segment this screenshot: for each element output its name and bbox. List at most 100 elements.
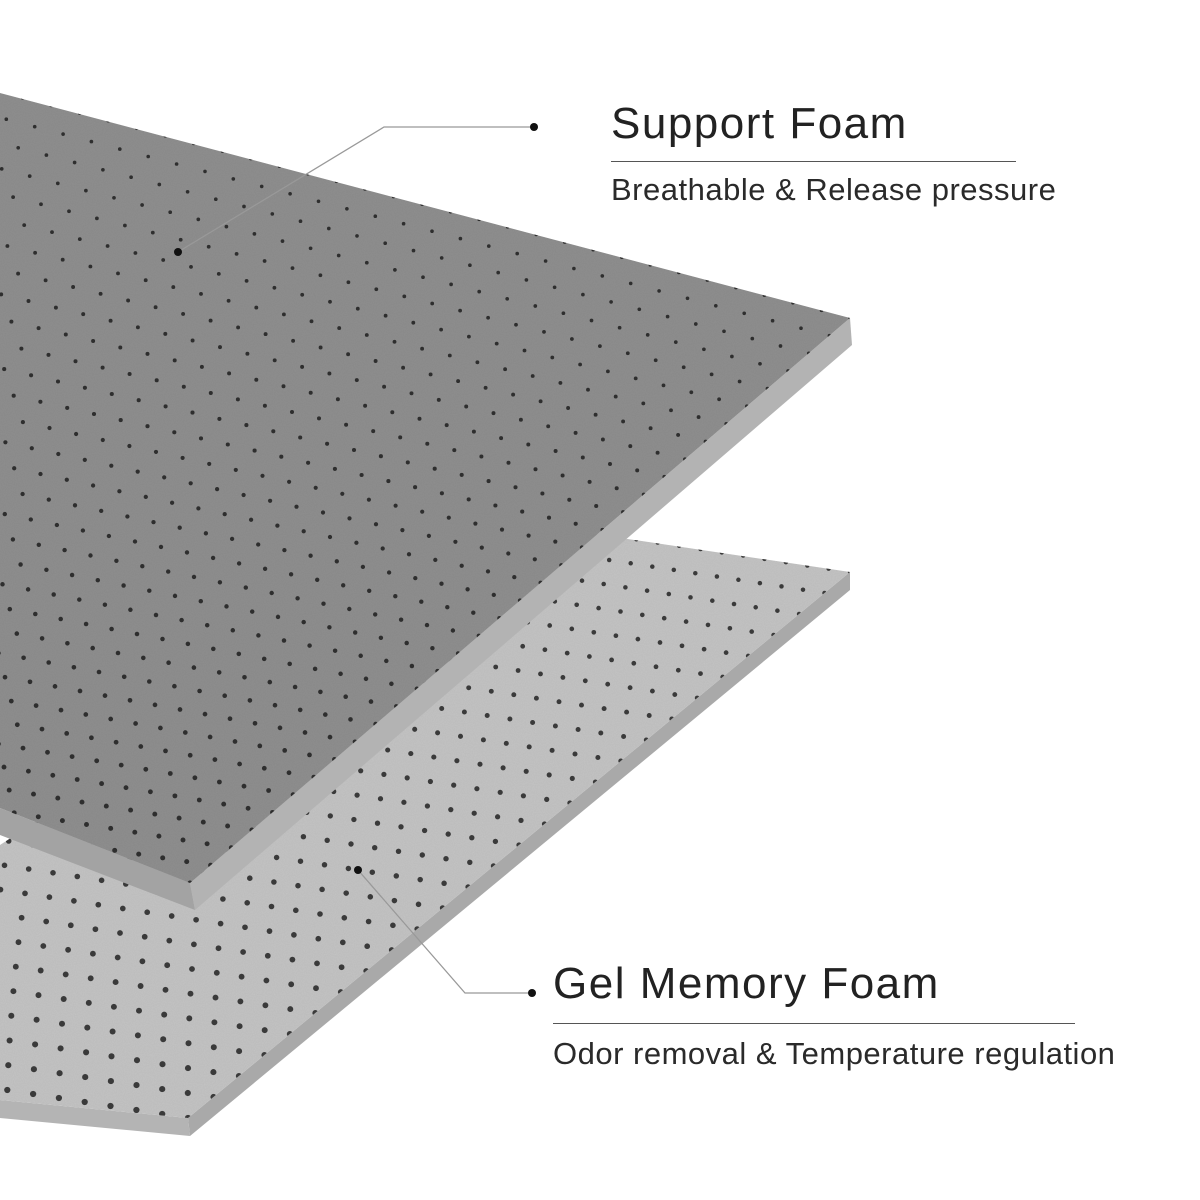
perforation-hole <box>586 387 590 392</box>
perforation-hole <box>308 390 313 395</box>
perforation-hole <box>213 197 218 202</box>
perforation-hole <box>567 497 572 502</box>
perforation-hole <box>307 643 312 648</box>
perforation-hole <box>507 716 513 722</box>
perforation-hole <box>383 313 388 318</box>
perforation-hole <box>69 572 75 578</box>
perforation-hole <box>445 831 451 837</box>
perforation-hole <box>661 615 667 621</box>
perforation-hole <box>477 761 483 767</box>
perforation-hole <box>135 126 139 131</box>
perforation-hole <box>141 933 148 940</box>
perforation-hole <box>355 234 359 238</box>
perforation-hole <box>163 404 168 409</box>
perforation-hole <box>327 813 333 819</box>
perforation-hole <box>127 371 132 377</box>
perforation-hole <box>650 564 655 569</box>
perforation-hole <box>327 734 333 740</box>
perforation-hole <box>515 251 520 256</box>
perforation-hole <box>126 298 131 303</box>
perforation-hole <box>608 462 612 466</box>
perforation-hole <box>783 559 789 565</box>
perforation-hole <box>377 796 384 802</box>
perforation-hole <box>252 448 257 453</box>
perforation-hole <box>400 527 405 533</box>
perforation-hole <box>669 408 673 413</box>
perforation-hole <box>236 325 241 330</box>
perforation-hole <box>653 664 659 670</box>
perforation-hole <box>52 684 58 689</box>
perforation-hole <box>261 656 267 662</box>
perforation-hole <box>231 177 236 181</box>
perforation-hole <box>484 713 490 718</box>
perforation-hole <box>566 406 571 410</box>
perforation-hole <box>80 528 86 533</box>
perforation-hole <box>316 416 322 421</box>
perforation-hole <box>533 467 538 472</box>
perforation-hole <box>159 1061 166 1068</box>
perforation-hole <box>351 816 357 823</box>
perforation-hole <box>591 629 597 635</box>
perforation-hole <box>82 1074 89 1081</box>
perforation-hole <box>308 553 313 558</box>
perforation-hole <box>398 824 404 830</box>
perforation-hole <box>192 775 198 781</box>
perforation-hole <box>136 1007 142 1014</box>
perforation-hole <box>20 491 25 497</box>
perforation-hole <box>91 411 97 417</box>
perforation-hole <box>222 693 228 699</box>
perforation-hole <box>441 880 447 887</box>
perforation-hole <box>160 1036 167 1043</box>
perforation-hole <box>71 664 77 670</box>
perforation-hole <box>380 546 385 551</box>
perforation-hole <box>459 563 464 568</box>
perforation-hole <box>558 380 563 385</box>
perforation-hole <box>71 898 77 904</box>
perforation-hole <box>459 472 464 477</box>
perforation-hole <box>655 450 660 455</box>
perforation-hole <box>291 932 297 938</box>
perforation-hole <box>325 441 330 446</box>
perforation-hole <box>449 282 453 287</box>
perforation-hole <box>430 645 435 651</box>
perforation-hole <box>570 337 574 341</box>
perforation-hole <box>420 202 424 206</box>
perforation-hole <box>211 646 216 652</box>
perforation-hole <box>762 556 767 562</box>
perforation-hole <box>648 426 653 431</box>
perforation-hole <box>587 654 592 659</box>
perforation-hole <box>53 305 58 310</box>
perforation-hole <box>314 960 320 967</box>
perforation-hole <box>386 570 392 575</box>
perforation-hole <box>171 285 176 290</box>
perforation-hole <box>127 697 133 703</box>
perforation-hole <box>538 671 543 677</box>
perforation-hole <box>324 837 330 843</box>
perforation-hole <box>645 333 650 337</box>
perforation-hole <box>169 500 175 505</box>
perforation-hole <box>340 491 345 496</box>
perforation-hole <box>263 332 268 337</box>
perforation-hole <box>672 692 678 698</box>
perforation-hole <box>83 1049 90 1056</box>
perforation-hole <box>430 301 435 306</box>
perforation-hole <box>646 713 652 718</box>
perforation-hole <box>779 584 784 589</box>
support-foam-layer <box>0 93 852 910</box>
perforation-hole <box>5 1062 12 1069</box>
perforation-hole <box>11 393 16 398</box>
perforation-hole <box>233 467 238 472</box>
perforation-hole <box>513 485 518 490</box>
perforation-hole <box>301 529 306 534</box>
perforation-hole <box>465 587 470 592</box>
perforation-hole <box>129 175 133 180</box>
perforation-hole <box>116 271 120 276</box>
perforation-hole <box>393 594 398 599</box>
perforation-hole <box>606 557 612 563</box>
perforation-hole <box>493 503 498 508</box>
perforation-hole <box>16 271 21 276</box>
perforation-hole <box>199 291 203 296</box>
perforation-hole <box>272 285 277 290</box>
perforation-hole <box>312 666 318 672</box>
perforation-hole <box>308 246 313 251</box>
